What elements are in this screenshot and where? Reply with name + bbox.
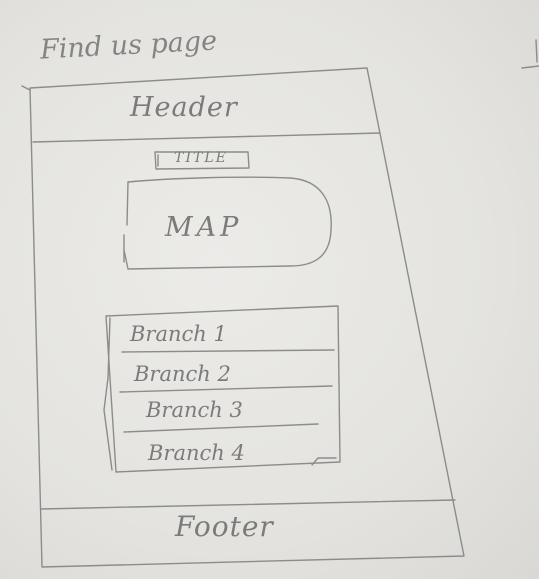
- corner-fold: [311, 457, 337, 466]
- branch-row-2: [119, 385, 333, 393]
- edge-mark-top: [535, 39, 538, 63]
- branch-item-1: Branch 1: [130, 322, 227, 346]
- map-box: [123, 176, 332, 270]
- title-box: [154, 151, 250, 170]
- header-divider: [32, 132, 381, 143]
- branch-item-4: Branch 4: [148, 441, 245, 465]
- footer-label: Footer: [175, 510, 274, 543]
- branch-list-left: [103, 317, 113, 471]
- branch-row-3: [123, 423, 319, 433]
- phone-outline: [29, 67, 465, 568]
- map-label: MAP: [165, 212, 243, 243]
- branch-list-box: [105, 305, 341, 473]
- title-label: TITLE: [174, 150, 228, 166]
- map-box-left: [123, 181, 129, 263]
- header-label: Header: [130, 92, 238, 123]
- branch-item-3: Branch 3: [146, 398, 243, 422]
- branch-item-2: Branch 2: [134, 362, 231, 386]
- branch-row-1: [121, 349, 335, 353]
- footer-divider: [40, 499, 456, 510]
- edge-mark-mid: [521, 65, 539, 69]
- corner-tick: [21, 85, 31, 91]
